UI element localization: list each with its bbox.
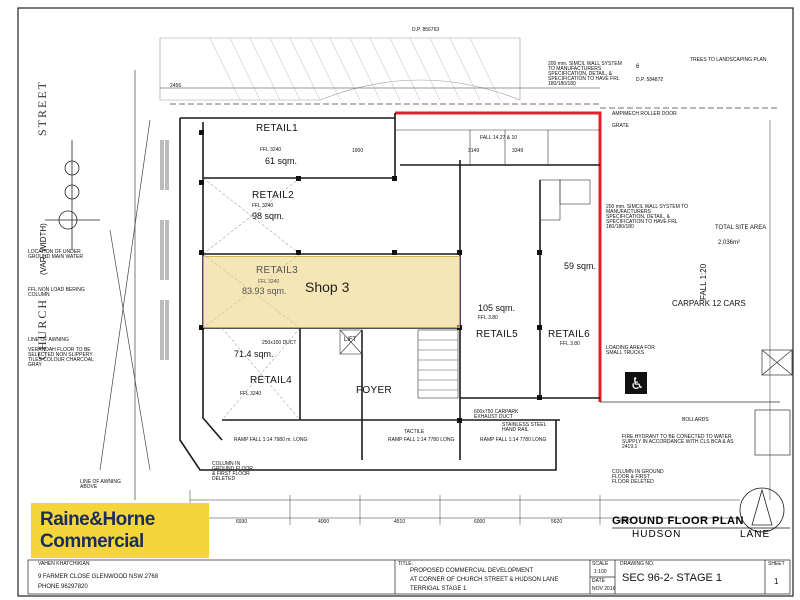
drawing-value: SEC 96-2- STAGE 1 [622,572,723,584]
bollards-label: BOLLARDS [682,417,709,423]
drawing-label: DRAWING NO. [620,561,655,567]
date-label: DATE [592,578,605,584]
agent-phone: PHONE 96297820 [38,584,88,590]
dim-top-2: 3149 [468,148,480,154]
title-label: TITLE: [398,561,414,567]
dp-east-label: D.P. 584872 [636,77,664,83]
fall-right-label: FALL 1:20 [699,263,708,300]
carpark-exhaust-label: 600x750 CARPARK EXHAUST DUCT [474,409,519,420]
duct-label: 250x100 DUCT [262,340,297,346]
ramp-left-label: RAMP FALL 1:14 7980 m. LONG [234,437,308,443]
retail4-name: RETAIL4 [250,375,292,386]
ramp-right-label: RAMP FALL 1:14 7780 LONG [480,437,547,443]
street-label-top: STREET [35,80,49,136]
retail5-name: RETAIL5 [476,329,518,340]
retail5-ffl: FFL 3.80 [478,315,498,321]
grate-label: GRATE [612,123,629,129]
sheet-label: SHEET [768,561,785,567]
title-line-1: PROPOSED COMMERCIAL DEVELOPMENT [410,568,534,574]
tactile-label: TACTILE [404,429,425,435]
site-area-value: 2,036m² [718,240,741,246]
retail6-area: 59 sqm. [564,261,597,271]
title-line-3: TERRIGAL STAGE 1 [410,586,467,592]
roller-door-label: AMPIMECH ROLLER DOOR [612,111,677,117]
column-note-right: COLUMN IN GROUND FLOOR & FIRST FLOOR DEL… [612,469,664,485]
fire-hydrant-note: FIRE HYDRANT TO BE CONECTED TO WATER SUP… [622,434,734,450]
dim-bottom-3: 4510 [394,519,406,525]
shop-3-highlight[interactable]: Shop 3 [203,256,460,328]
veranda-note: VERANDAH FLOOR TO BE SELECTED NON SLIPPE… [28,347,94,368]
agent-name: VAHEN KHATCHIKIAN [38,561,90,567]
awning-line-label: LINE OF AWNING [28,337,69,343]
retail2-ffl: FFL 3240 [252,203,274,209]
retail5-area: 105 sqm. [478,303,516,313]
retail6-ffl: FFL 3.80 [560,341,580,347]
dim-bottom-6: 6000 [620,519,632,525]
dp-north-label: D.P. 856763 [412,27,440,33]
ramp-mid-label: RAMP FALL 1:14 7780 LONG [388,437,455,443]
trees-note: TREES TO LANDSCAPING PLAN [690,57,767,63]
stainless-rail-label: STAINLESS STEEL HAND RAIL [502,422,547,433]
retail6-name: RETAIL6 [548,329,590,340]
fall-top-label: FALL 14.27 & 10 [480,135,518,141]
sheet-value: 1 [774,577,779,586]
retail3-ffl: FFL 3240 [258,279,280,285]
retail2-name: RETAIL2 [252,190,294,201]
column-note-left: COLUMN IN GROUND FLOOR & FIRST FLOOR DEL… [212,461,253,482]
scale-label: SCALE [592,561,609,567]
retail3-area: 83.93 sqm. [242,286,287,296]
retail1-ffl: FFL 3240 [260,147,282,153]
retail2-area: 98 sqm. [252,211,285,221]
retail3-name: RETAIL3 [256,265,298,276]
raine-horne-logo [31,503,209,558]
retail1-area: 61 sqm. [265,156,298,166]
shop-3-label: Shop 3 [305,279,350,295]
carpark-label: CARPARK 12 CARS [672,299,746,308]
scale-value: 1:100 [594,569,607,575]
foyer-label: FOYER [356,385,392,396]
water-main-note: LOCATION OF UNDER GROUND MAIN WATER [28,249,83,260]
lane-label: LANE [740,529,771,540]
site-area-label: TOTAL SITE AREA [715,225,767,231]
dim-bottom-2: 4000 [318,519,330,525]
loading-area-label: LOADING AREA FOR SMALL TRUCKS [606,345,655,356]
retail4-ffl: FFL 3240 [240,391,262,397]
date-value: NOV 2016 [592,586,616,592]
dim-top-3: 1900 [352,148,364,154]
lift-label: LIFT [344,337,357,343]
brand-line-1: Raine&Horne [40,509,155,530]
svg-text:♿: ♿ [630,374,644,393]
title-line-2: AT CORNER OF CHURCH STREET & HUDSON LANE [410,577,559,583]
dim-bottom-5: 5620 [551,519,563,525]
wall-note-top: 200 mm. SIMCIL WALL SYSTEM TO MANUFACTUR… [548,61,622,87]
retail4-area: 71.4 sqm. [234,349,274,359]
ffl-column-note: FFL NON LOAD BERING COLUMN [28,287,85,298]
dim-top-1: 2456 [170,83,182,89]
brand-line-2: Commercial [40,531,144,552]
dim-bottom-1: 6930 [236,519,248,525]
awning-above-label: LINE OF AWNING ABOVE [80,479,121,490]
hudson-label: HUDSON [632,529,682,540]
dim-top-4: 3349 [512,148,524,154]
lot-number: 6 [636,64,640,70]
ground-floor-plan-title: GROUND FLOOR PLAN [612,515,744,527]
agent-address: 9 FARMER CLOSE GLENWOOD NSW 2768 [38,574,159,580]
neighbour-building-hatch [159,37,521,101]
dim-bottom-4: 6000 [474,519,486,525]
wall-note-right: 200 mm. SIMCIL WALL SYSTEM TO MANUFACTUR… [606,204,689,230]
retail1-name: RETAIL1 [256,123,298,134]
